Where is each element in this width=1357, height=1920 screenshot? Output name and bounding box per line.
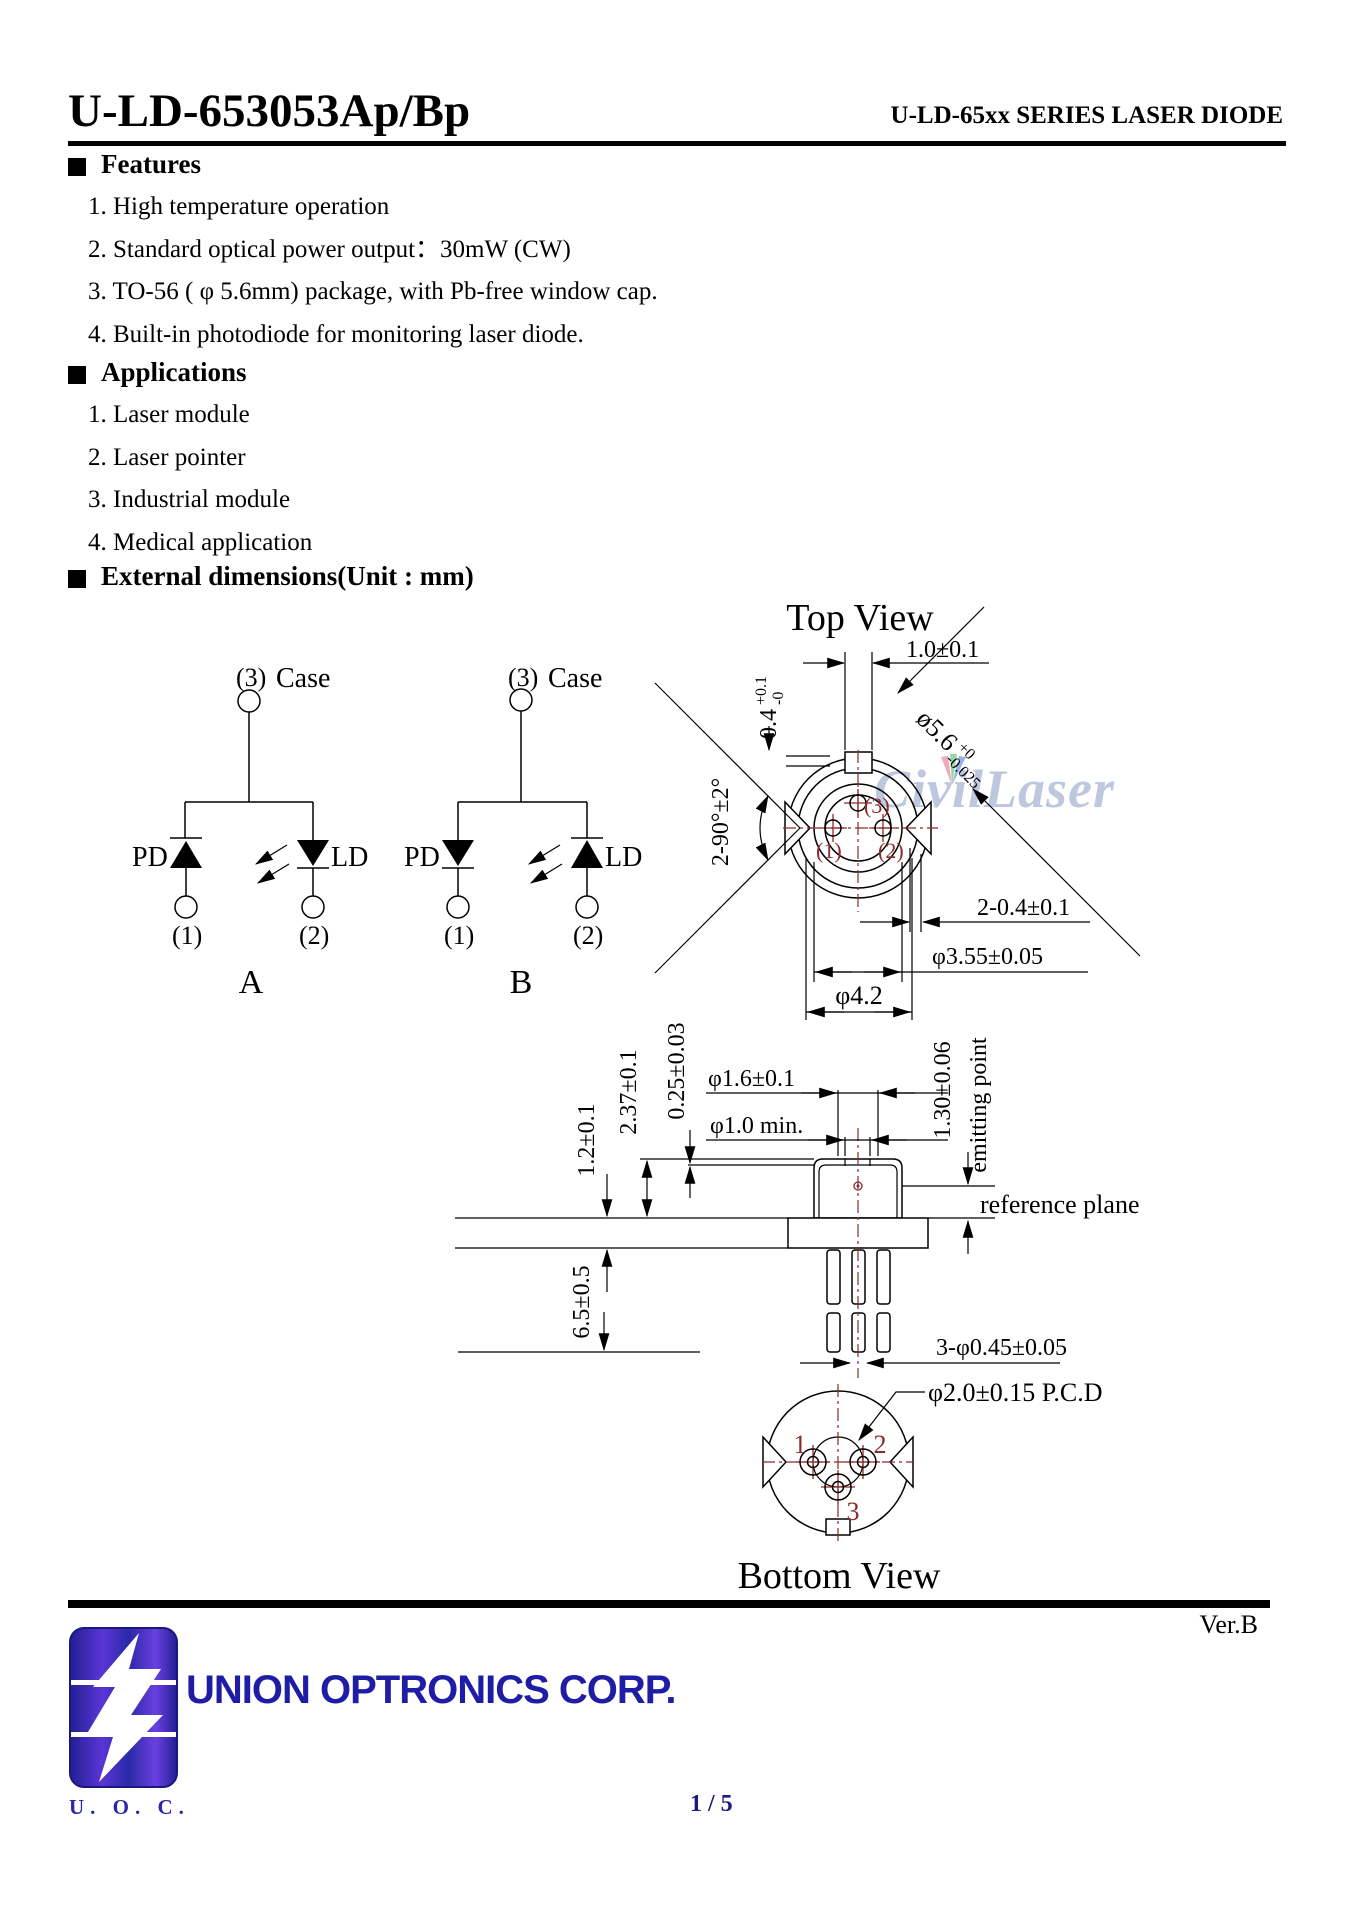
pd-label: PD [132, 842, 168, 873]
dim-tab-width: 1.0±0.1 [906, 637, 979, 663]
svg-text:-0: -0 [770, 692, 787, 705]
emitting-point-marker [853, 1181, 863, 1191]
laser-diode-symbol [571, 840, 603, 868]
pin1-label: (1) [444, 921, 474, 950]
light-ray-icon [256, 863, 290, 884]
company-name: UNION OPTRONICS CORP. [186, 1668, 676, 1712]
circuit-a-letter: A [239, 964, 264, 1001]
dim-window-thickness: 0.25±0.03 [664, 1022, 690, 1119]
watermark: CivilLaser [874, 754, 1115, 819]
page-title: U-LD-653053Ap/Bp [68, 85, 471, 137]
dim-flange-thickness: 1.2±0.1 [574, 1103, 600, 1176]
top-view: Top View (3) (1) (2) [654, 597, 1141, 1020]
lightning-bolt-icon [85, 1633, 163, 1782]
light-ray-icon [527, 844, 561, 865]
laser-diode-symbol [297, 840, 329, 866]
pin2-label: (2) [878, 838, 904, 863]
pin2-label: (2) [573, 921, 603, 950]
section-bullet [68, 570, 86, 588]
dim-cap-height: 2.37±0.1 [616, 1049, 642, 1134]
section-bullet [68, 366, 86, 384]
circuit-b-letter: B [510, 964, 533, 1001]
company-logo [69, 1627, 178, 1788]
list-item: 1. Laser module [88, 401, 250, 428]
pin-markers [796, 1445, 880, 1504]
dim-cap-dia: φ3.55±0.05 [932, 944, 1043, 970]
circuit-diagram-b: (3) Case PD LD (1) (2) B [404, 663, 642, 1001]
pin1-label: (1) [172, 921, 202, 950]
pin3-label: (3) [508, 663, 538, 692]
dim-tab-depth: 0.4 +0.1 -0 [753, 676, 787, 739]
light-ray-icon [529, 863, 563, 884]
photodiode-symbol [442, 840, 474, 866]
footer-rule [68, 1600, 1270, 1608]
dim-aperture-dia: φ1.0 min. [710, 1113, 803, 1139]
company-abbreviation: U. O. C. [69, 1795, 190, 1819]
ld-label: LD [605, 842, 642, 873]
features-list: 1. High temperature operation 2. Standar… [88, 186, 658, 356]
pin1-label: (1) [816, 838, 842, 863]
list-item: 1. High temperature operation [88, 193, 390, 220]
pin3-number: 3 [847, 1497, 860, 1526]
dim-lead-length: 6.5±0.5 [569, 1265, 595, 1338]
pin-markers [819, 789, 897, 842]
dim-window-dia: φ1.6±0.1 [708, 1066, 795, 1092]
series-title: U-LD-65xx SERIES LASER DIODE [890, 102, 1283, 129]
features-heading: Features [101, 149, 201, 179]
emitting-point-label: emitting point [966, 1037, 992, 1173]
section-bullet [68, 158, 86, 176]
applications-list: 1. Laser module 2. Laser pointer 3. Indu… [88, 394, 312, 564]
dim-pcd: φ2.0±0.15 P.C.D [928, 1378, 1102, 1407]
list-item: 3. TO-56 ( φ 5.6mm) package, with Pb-fre… [88, 278, 658, 305]
header-rule [68, 141, 1286, 146]
pd-label: PD [404, 842, 440, 873]
list-item: 2. Laser pointer [88, 443, 246, 471]
pin1-number: 1 [794, 1430, 807, 1459]
photodiode-symbol [170, 841, 202, 868]
centerlines [783, 750, 938, 912]
list-item: 3. Industrial module [88, 486, 291, 513]
list-item: 4. Medical application [88, 528, 313, 556]
bottom-view: 1 2 3 φ2.0±0.15 P.C.D Bottom View [738, 1378, 1103, 1597]
page-number: 1 / 5 [690, 1791, 733, 1817]
dim-lead-dia: 3-φ0.45±0.05 [936, 1335, 1067, 1361]
case-label: Case [548, 663, 602, 694]
pin2-label: (2) [299, 921, 329, 950]
pin3-label: (3) [236, 663, 266, 692]
dimensions-heading: External dimensions(Unit : mm) [101, 561, 474, 591]
bottom-view-title: Bottom View [738, 1555, 941, 1597]
watermark-text: CivilLaser [874, 759, 1115, 819]
dim-notch-depth: 2-0.4±0.1 [977, 895, 1070, 921]
dim-flat-width: φ4.2 [835, 981, 883, 1010]
top-view-title: Top View [786, 597, 934, 639]
ld-label: LD [331, 842, 368, 873]
circuit-diagram-a: (3) Case PD LD (1) (2) A [132, 663, 368, 1001]
case-label: Case [276, 663, 330, 694]
list-item: 2. Standard optical power output：30mW (C… [88, 235, 571, 263]
reference-plane-label: reference plane [980, 1190, 1139, 1219]
list-item: 4. Built-in photodiode for monitoring la… [88, 320, 584, 348]
dim-notch-angle: 2-90°±2° [708, 778, 734, 866]
applications-heading: Applications [101, 357, 247, 387]
pin3-label: (3) [864, 793, 890, 818]
svg-text:+0.1: +0.1 [753, 676, 770, 705]
pin2-number: 2 [874, 1430, 887, 1459]
centerlines [762, 1384, 914, 1542]
dim-emit-height: 1.30±0.06 [930, 1041, 956, 1138]
light-ray-icon [254, 844, 288, 865]
side-view: 1.2±0.1 2.37±0.1 0.25±0.03 6.5±0.5 φ1.6±… [455, 1022, 1139, 1378]
version-label: Ver.B [1199, 1610, 1259, 1639]
